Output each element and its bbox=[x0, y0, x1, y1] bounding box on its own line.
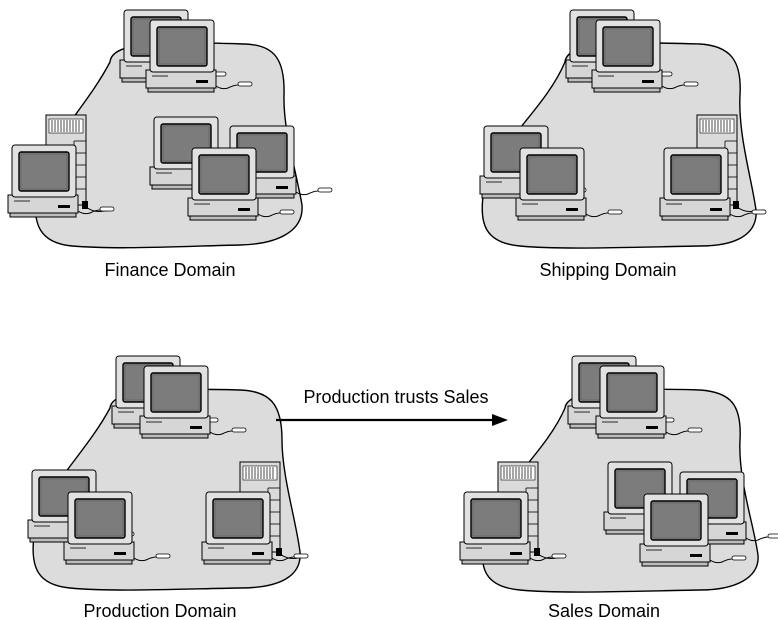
trust-relationship: Production trusts Sales bbox=[276, 387, 508, 426]
arrow-head-icon bbox=[492, 414, 508, 426]
shipping-domain-label: Shipping Domain bbox=[539, 260, 676, 280]
finance-domain: Finance Domain bbox=[7, 9, 333, 280]
sales-domain-label: Sales Domain bbox=[548, 601, 660, 620]
trust-label: Production trusts Sales bbox=[303, 387, 488, 407]
sales-domain: Sales Domain bbox=[459, 355, 778, 620]
finance-domain-label: Finance Domain bbox=[104, 260, 235, 280]
shipping-domain: Shipping Domain bbox=[479, 9, 767, 280]
production-domain: Production Domain bbox=[27, 355, 309, 620]
production-domain-label: Production Domain bbox=[83, 601, 236, 620]
